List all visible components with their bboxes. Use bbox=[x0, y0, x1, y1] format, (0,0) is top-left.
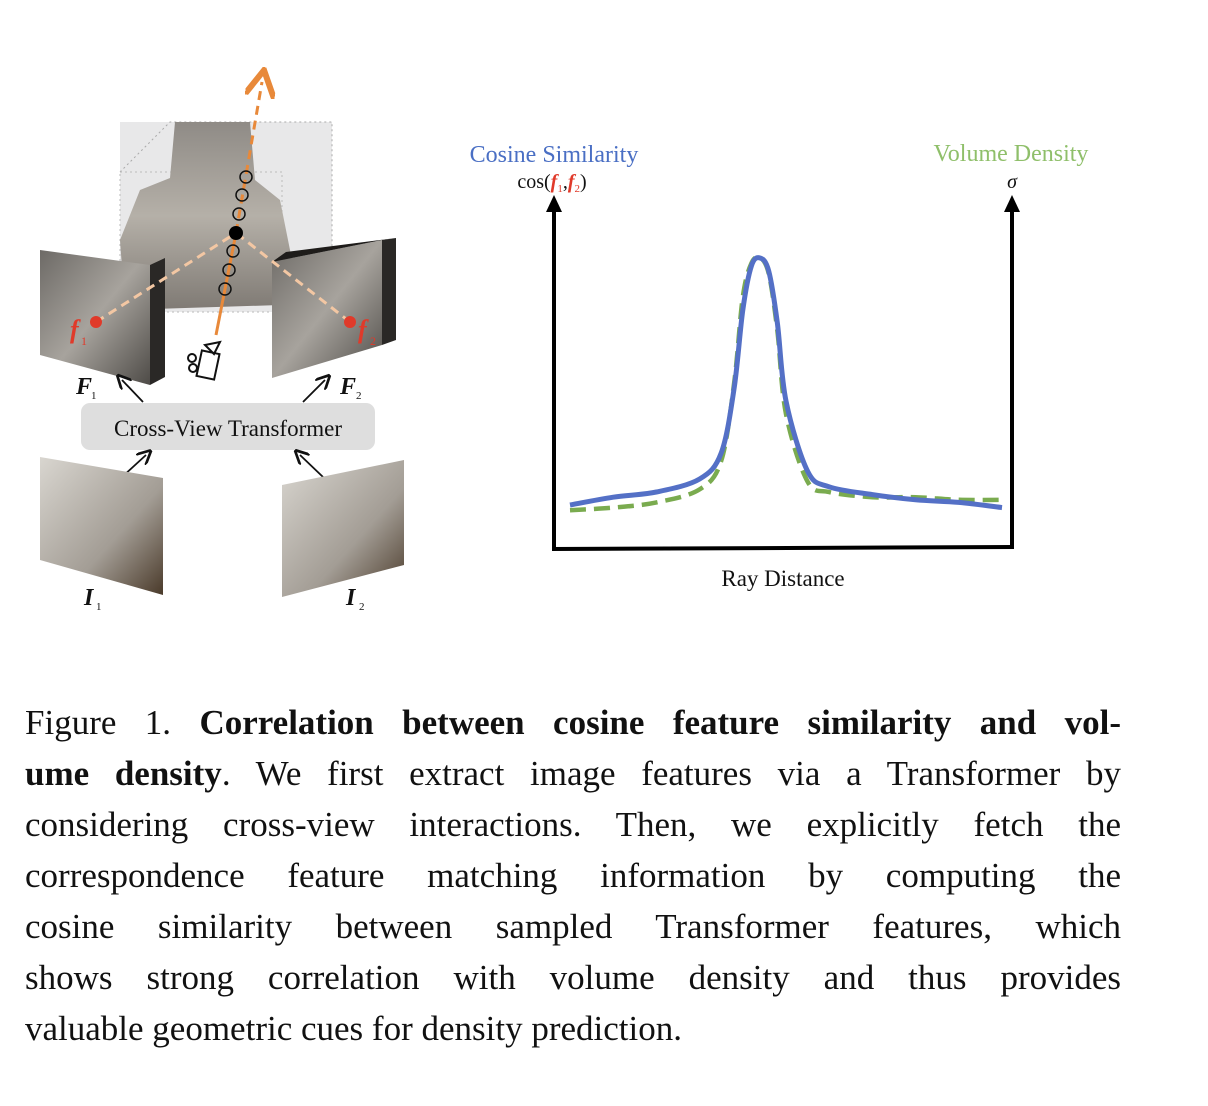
caption-title: Correlation between cosine feature simil… bbox=[199, 703, 1121, 742]
feature-map-2-label: F bbox=[339, 374, 356, 400]
figure-caption: Figure 1. Correlation between cosine fea… bbox=[25, 697, 1121, 1054]
caption-line: cosine similarity between sampled Transf… bbox=[25, 907, 1121, 946]
left-axis-title: Cosine Similarity bbox=[470, 142, 639, 168]
left-axis-formula: cos(f1,f2) bbox=[517, 171, 586, 195]
feature-map-1-label: F bbox=[75, 374, 92, 400]
projection-ray-1 bbox=[95, 231, 237, 324]
right-axis-symbol: σ bbox=[1007, 171, 1018, 193]
right-axis-title: Volume Density bbox=[934, 141, 1089, 167]
query-point bbox=[229, 226, 243, 240]
figure-canvas: f 1 f 2 F 1 F 2 Cross-View Transformer I… bbox=[40, 0, 1089, 613]
camera-icon bbox=[187, 340, 222, 381]
caption-line: ume density. We first extract image feat… bbox=[25, 748, 1121, 799]
feature-map-2 bbox=[272, 238, 396, 378]
input-image-2 bbox=[282, 460, 404, 597]
caption-title-cont: ume density bbox=[25, 754, 222, 793]
cross-view-transformer-box: Cross-View Transformer bbox=[81, 403, 375, 450]
image-2-label: I bbox=[345, 585, 357, 611]
feature-map-1-sub: 1 bbox=[91, 390, 97, 402]
feature-1-sub: 1 bbox=[81, 334, 87, 348]
feature-point-2 bbox=[344, 316, 356, 328]
caption-line: considering cross-view interactions. The… bbox=[25, 805, 1121, 844]
x-axis bbox=[551, 545, 1015, 551]
projection-ray-2 bbox=[235, 231, 351, 324]
transformer-label: Cross-View Transformer bbox=[114, 416, 342, 441]
feature-2-label: f bbox=[358, 315, 369, 344]
left-axis-arrowhead bbox=[546, 195, 562, 212]
feature-2-sub: 2 bbox=[370, 334, 376, 348]
x-axis-label: Ray Distance bbox=[721, 566, 844, 591]
camera-ray bbox=[214, 82, 262, 336]
right-axis-arrowhead bbox=[1004, 195, 1020, 212]
caption-line: shows strong correlation with volume den… bbox=[25, 958, 1121, 997]
sample-points bbox=[218, 170, 253, 296]
feature-map-2-sub: 2 bbox=[356, 390, 362, 402]
input-image-1 bbox=[40, 457, 163, 595]
image-2-sub: 2 bbox=[359, 601, 365, 613]
correlation-chart: Cosine Similarity cos(f1,f2) Volume Dens… bbox=[470, 141, 1089, 591]
caption-line: Figure 1. Correlation between cosine fea… bbox=[25, 697, 1121, 748]
caption-label: Figure 1. bbox=[25, 703, 200, 742]
feature-point-1 bbox=[90, 316, 102, 328]
feature-1-label: f bbox=[70, 315, 81, 344]
image-1-label: I bbox=[83, 585, 95, 611]
image-1-sub: 1 bbox=[96, 601, 102, 613]
volume-density-line bbox=[569, 254, 1003, 513]
cosine-similarity-line bbox=[569, 255, 1003, 511]
caption-line: valuable geometric cues for density pred… bbox=[25, 1009, 682, 1048]
caption-text: . We first extract image features via a … bbox=[221, 754, 1122, 793]
caption-line: correspondence feature matching informat… bbox=[25, 856, 1121, 895]
